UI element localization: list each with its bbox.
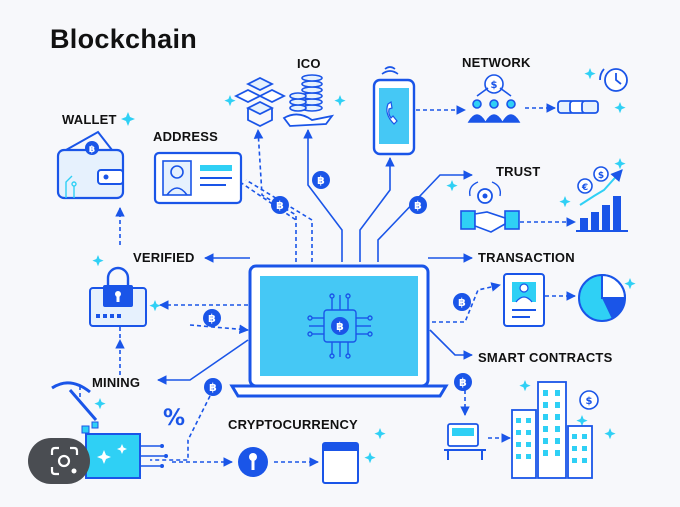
people-network-icon: $	[467, 74, 521, 123]
smartphone-icon	[372, 66, 416, 156]
key-icon	[238, 447, 268, 477]
pickaxe-icon	[51, 381, 99, 434]
bitcoin-icon: ฿	[454, 373, 472, 391]
svg-text:฿: ฿	[317, 174, 325, 187]
label-ico: ICO	[297, 56, 321, 71]
window-icon	[322, 442, 359, 484]
gear-handshake-icon	[460, 181, 520, 233]
percent-symbol: %	[163, 406, 185, 431]
label-mining: MINING	[92, 375, 141, 390]
id-card-icon	[153, 151, 243, 205]
sparkles	[92, 68, 636, 464]
server-icon	[444, 423, 486, 460]
label-trust: TRUST	[496, 164, 541, 179]
bitcoin-icon: ฿	[312, 171, 330, 189]
svg-text:฿: ฿	[459, 376, 467, 389]
bitcoin-icon: ฿	[409, 196, 427, 214]
svg-text:฿: ฿	[208, 312, 216, 325]
svg-text:฿: ฿	[209, 381, 217, 394]
page-title: Blockchain	[50, 24, 198, 54]
coin-stack-icon	[282, 74, 335, 127]
svg-text:€: €	[581, 183, 588, 193]
bitcoin-icon: ฿	[203, 309, 221, 327]
svg-text:$: $	[598, 171, 604, 181]
label-wallet: WALLET	[62, 112, 117, 127]
connector-lines	[79, 103, 576, 467]
growth-chart-icon: € $	[576, 166, 628, 232]
pie-chart-icon	[578, 273, 627, 322]
svg-text:$: $	[586, 396, 593, 407]
label-network: NETWORK	[462, 55, 531, 70]
label-address: ADDRESS	[153, 129, 218, 144]
svg-text:฿: ฿	[89, 145, 95, 155]
label-transaction: TRANSACTION	[478, 250, 575, 265]
mining-chip-icon	[85, 433, 168, 479]
clock-icon	[599, 68, 628, 92]
google-lens-icon[interactable]	[28, 438, 90, 484]
label-smart-contracts: SMART CONTRACTS	[478, 350, 613, 365]
wallet-icon: ฿	[56, 130, 125, 200]
bitcoin-icon: ฿	[453, 293, 471, 311]
document-user-icon	[503, 273, 545, 327]
svg-text:฿: ฿	[276, 199, 284, 212]
cube-stack-icon	[233, 76, 287, 128]
laptop-chip-icon: ฿	[229, 264, 449, 398]
bitcoin-coins: ฿ ฿ ฿ ฿ ฿ ฿ ฿	[203, 171, 472, 396]
svg-text:฿: ฿	[458, 296, 466, 309]
svg-text:฿: ฿	[414, 199, 422, 212]
bitcoin-icon: ฿	[271, 196, 289, 214]
chain-link-icon	[557, 100, 599, 114]
padlock-icon	[89, 266, 147, 327]
bitcoin-icon: ฿	[204, 378, 222, 396]
label-verified: VERIFIED	[133, 250, 195, 265]
svg-text:฿: ฿	[336, 320, 344, 333]
label-cryptocurrency: CRYPTOCURRENCY	[228, 417, 358, 432]
svg-text:$: $	[491, 80, 498, 91]
buildings-icon: $	[511, 381, 599, 479]
